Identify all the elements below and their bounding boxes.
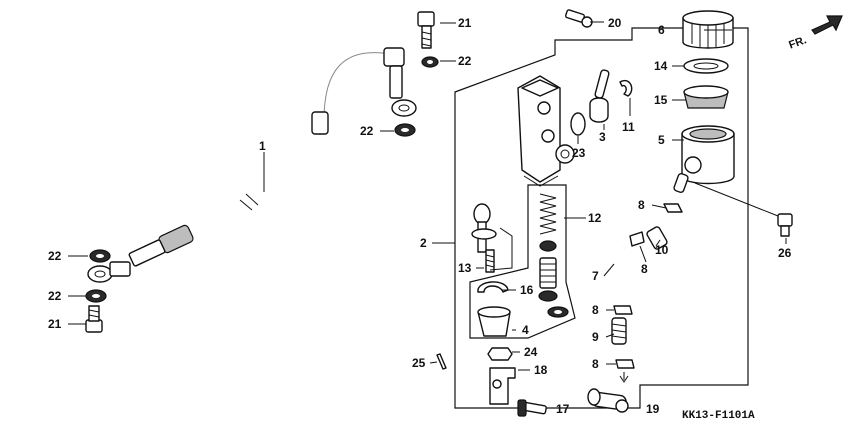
reservoir-plate [683, 58, 729, 74]
reservoir-bracket [587, 388, 629, 413]
joint-nut [487, 347, 513, 361]
callout-21-upper: 21 [458, 16, 472, 30]
reservoir-mount-bolt [777, 213, 793, 237]
callout-19: 19 [646, 402, 660, 416]
hose-clip-4 [615, 359, 635, 369]
callout-10: 10 [655, 243, 669, 257]
callout-6: 6 [658, 23, 665, 37]
callout-20: 20 [608, 16, 622, 30]
callout-4: 4 [522, 323, 529, 337]
callout-3: 3 [599, 130, 606, 144]
callout-24: 24 [524, 345, 538, 359]
assembly-frame [454, 27, 749, 409]
callout-2: 2 [420, 236, 427, 250]
callout-22-a: 22 [458, 54, 472, 68]
callout-5: 5 [658, 133, 665, 147]
banjo-fitting-lower [87, 265, 113, 283]
piston [539, 257, 557, 289]
callout-21-lower: 21 [48, 317, 62, 331]
hose-clip-top [619, 79, 633, 97]
reservoir-tank [673, 125, 735, 194]
screw [565, 9, 593, 28]
piston-kit-frame [469, 184, 576, 339]
callout-22-b: 22 [360, 124, 374, 138]
inlet-joint [589, 69, 610, 123]
callout-25: 25 [412, 356, 426, 370]
leader-lines [68, 21, 787, 409]
hose-clip-1 [663, 203, 683, 213]
circlip [477, 281, 509, 293]
diagram-code: KK13-F1101A [682, 410, 755, 422]
primary-cup [538, 290, 558, 302]
callout-18: 18 [534, 363, 548, 377]
dust-boot [477, 306, 511, 337]
banjo-fitting-upper [391, 99, 417, 117]
banjo-bolt-lower [85, 305, 103, 333]
master-cylinder-body [517, 75, 575, 187]
callout-8-c: 8 [592, 303, 599, 317]
joint-pin [517, 399, 547, 417]
front-direction-label: FR. [787, 34, 808, 51]
reservoir-cap [682, 10, 734, 49]
callout-7: 7 [592, 269, 599, 283]
callout-1: 1 [259, 139, 266, 153]
cotter-pin [436, 353, 447, 370]
o-ring [570, 112, 586, 136]
brake-hose [128, 45, 405, 267]
callout-8-d: 8 [592, 357, 599, 371]
callout-17: 17 [556, 402, 570, 416]
callout-23: 23 [572, 146, 586, 160]
callout-16: 16 [520, 283, 534, 297]
callout-26: 26 [778, 246, 792, 260]
callout-15: 15 [654, 93, 668, 107]
callout-12: 12 [588, 211, 602, 225]
hose-clip-3 [613, 305, 633, 315]
banjo-bolt-upper [417, 11, 435, 49]
hose-joint-upper [646, 226, 668, 250]
push-rod [471, 203, 497, 273]
hose-joint-lower [611, 317, 627, 345]
callout-14: 14 [654, 59, 668, 73]
callout-9: 9 [592, 330, 599, 344]
callout-8-a: 8 [638, 198, 645, 212]
piston-spring [539, 193, 557, 235]
reservoir-hose [608, 244, 628, 297]
secondary-cup [539, 240, 557, 252]
rod-joint [489, 367, 516, 405]
callout-11: 11 [622, 120, 635, 134]
callout-labels: 1 2 3 4 5 6 7 8 8 8 8 9 10 11 12 13 14 1… [48, 16, 792, 416]
callout-22-d: 22 [48, 289, 62, 303]
callout-13: 13 [458, 261, 472, 275]
callout-22-c: 22 [48, 249, 62, 263]
callout-8-b: 8 [641, 262, 648, 276]
reservoir-diaphragm [683, 85, 729, 109]
front-direction-arrow: FR. [787, 15, 843, 52]
hose-clip-2 [629, 231, 645, 247]
